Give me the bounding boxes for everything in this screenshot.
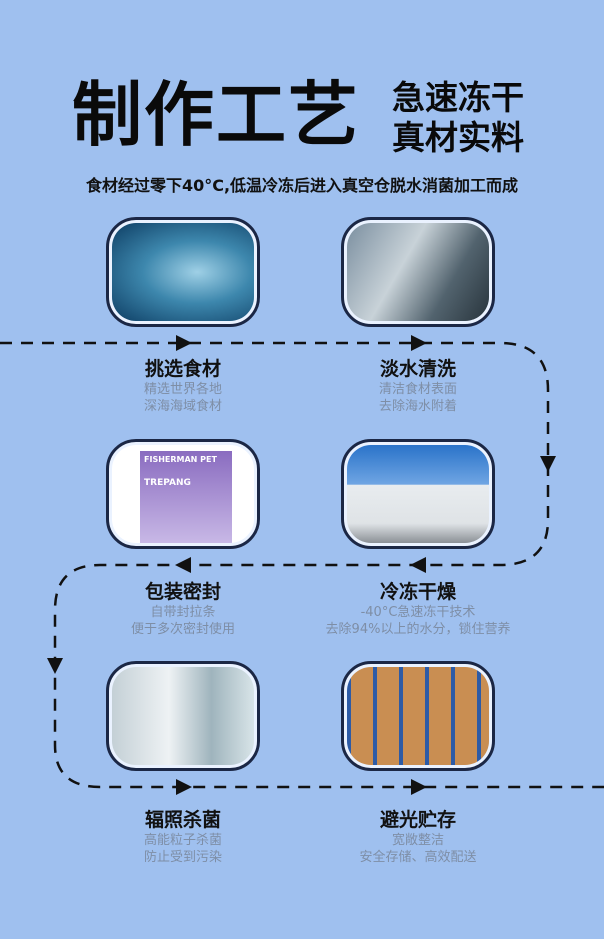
arrow-right-icon — [176, 335, 192, 351]
step-desc: 宽敞整洁 — [391, 833, 444, 848]
step-title: 冷冻干燥 — [379, 581, 456, 603]
package-brand: FISHERMAN PET — [144, 455, 217, 464]
arrow-left-icon — [175, 557, 191, 573]
step-title: 辐照杀菌 — [144, 809, 221, 831]
step-desc: 自带封拉条 — [150, 605, 216, 620]
arrow-right-icon — [411, 779, 427, 795]
photo-factory — [341, 439, 495, 549]
photo-fish-school — [106, 217, 260, 327]
step-desc: 去除海水附着 — [378, 399, 457, 414]
step-desc: 防止受到污染 — [143, 850, 222, 865]
step-title: 淡水清洗 — [379, 358, 456, 380]
step-storage: 避光贮存宽敞整洁安全存储、高效配送 — [318, 808, 518, 866]
arrow-down-icon — [540, 456, 556, 472]
step-desc: 清洁食材表面 — [378, 382, 457, 397]
arrow-right-icon — [176, 779, 192, 795]
photo-lab — [106, 661, 260, 771]
page-title: 制作工艺 — [72, 74, 360, 156]
step-desc: -40°C急速冻干技术 — [360, 605, 476, 620]
slogan-line-2: 真材实料 — [392, 118, 524, 157]
arrow-left-icon — [410, 557, 426, 573]
step-select: 挑选食材精选世界各地深海海域食材 — [83, 357, 283, 415]
step-desc: 深海海域食材 — [143, 399, 222, 414]
step-wash: 淡水清洗清洁食材表面去除海水附着 — [318, 357, 518, 415]
step-sterilize: 辐照杀菌高能粒子杀菌防止受到污染 — [83, 808, 283, 866]
photo-warehouse — [341, 661, 495, 771]
step-title: 挑选食材 — [144, 358, 221, 380]
intro-text: 食材经过零下40°C,低温冷冻后进入真空仓脱水消菌加工而成 — [85, 176, 519, 195]
photo-washing — [341, 217, 495, 327]
step-desc: 高能粒子杀菌 — [143, 833, 222, 848]
step-freeze-dry: 冷冻干燥 -40°C急速冻干技术去除94%以上的水分，锁住营养 — [318, 580, 518, 638]
slogan: 急速冻干 真材实料 — [392, 78, 524, 158]
slogan-line-1: 急速冻干 — [392, 78, 524, 117]
step-desc: 安全存储、高效配送 — [359, 850, 477, 865]
step-title: 避光贮存 — [379, 809, 456, 831]
step-title: 包装密封 — [144, 581, 221, 603]
step-desc: 去除94%以上的水分，锁住营养 — [325, 622, 511, 637]
arrow-right-icon — [411, 335, 427, 351]
arrow-down-icon — [47, 658, 63, 674]
step-desc: 便于多次密封使用 — [130, 622, 235, 637]
step-package: 包装密封自带封拉条便于多次密封使用 — [83, 580, 283, 638]
photo-package: FISHERMAN PET TREPANG — [106, 439, 260, 549]
package-name: TREPANG — [144, 478, 191, 488]
step-desc: 精选世界各地 — [143, 382, 222, 397]
